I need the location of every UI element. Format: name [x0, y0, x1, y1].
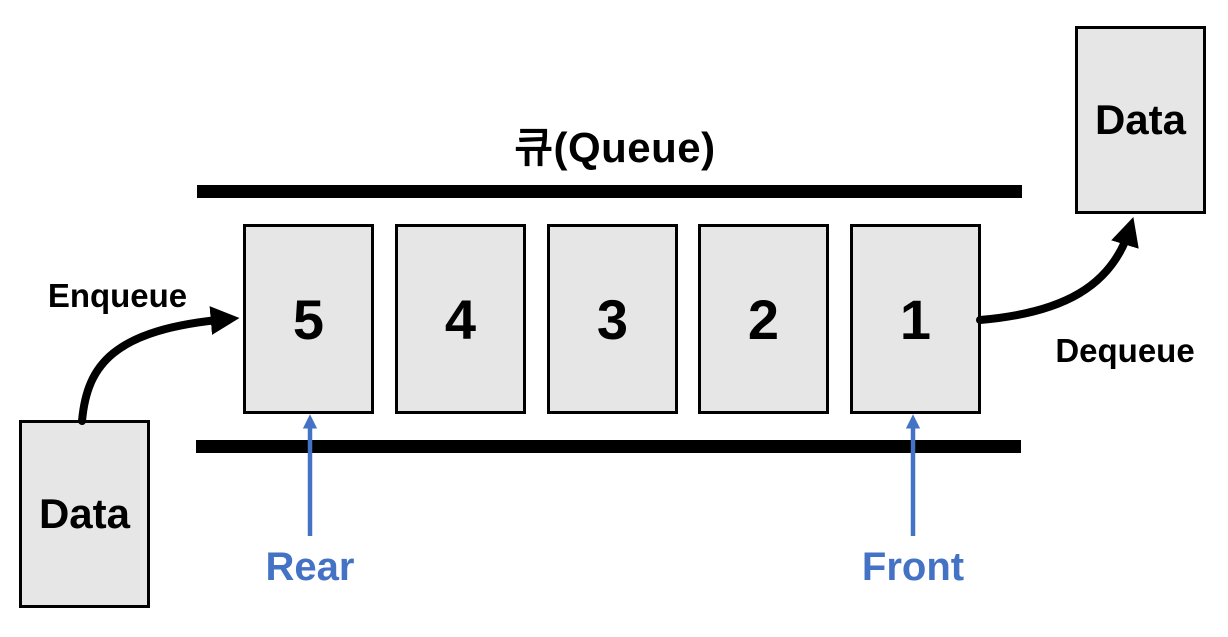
data-node-outgoing: Data: [1075, 26, 1206, 214]
queue-cell-value: 4: [444, 287, 477, 351]
queue-cell: 3: [547, 224, 678, 414]
queue-cell-value: 3: [596, 287, 629, 351]
dequeue-arrow: [976, 216, 1139, 324]
queue-cell: 4: [395, 224, 526, 414]
rear-label: Rear: [265, 545, 355, 589]
enqueue-label: Enqueue: [47, 277, 188, 314]
queue-cell-value: 5: [292, 287, 325, 351]
queue-cell-rear: 5: [243, 224, 374, 414]
data-node-label: Data: [38, 490, 131, 537]
enqueue-arrow: [78, 306, 240, 425]
queue-cell: 2: [698, 224, 829, 414]
diagram-title: 큐(Queue): [514, 124, 716, 171]
queue-bottom-rail: [196, 440, 1021, 453]
data-node-incoming: Data: [19, 420, 150, 608]
queue-top-rail: [197, 185, 1022, 198]
front-label: Front: [861, 545, 965, 589]
queue-cell-value: 1: [899, 287, 932, 351]
queue-cell-value: 2: [747, 287, 780, 351]
queue-cell-front: 1: [850, 224, 981, 414]
dequeue-label: Dequeue: [1055, 332, 1195, 369]
data-node-label: Data: [1094, 96, 1187, 143]
